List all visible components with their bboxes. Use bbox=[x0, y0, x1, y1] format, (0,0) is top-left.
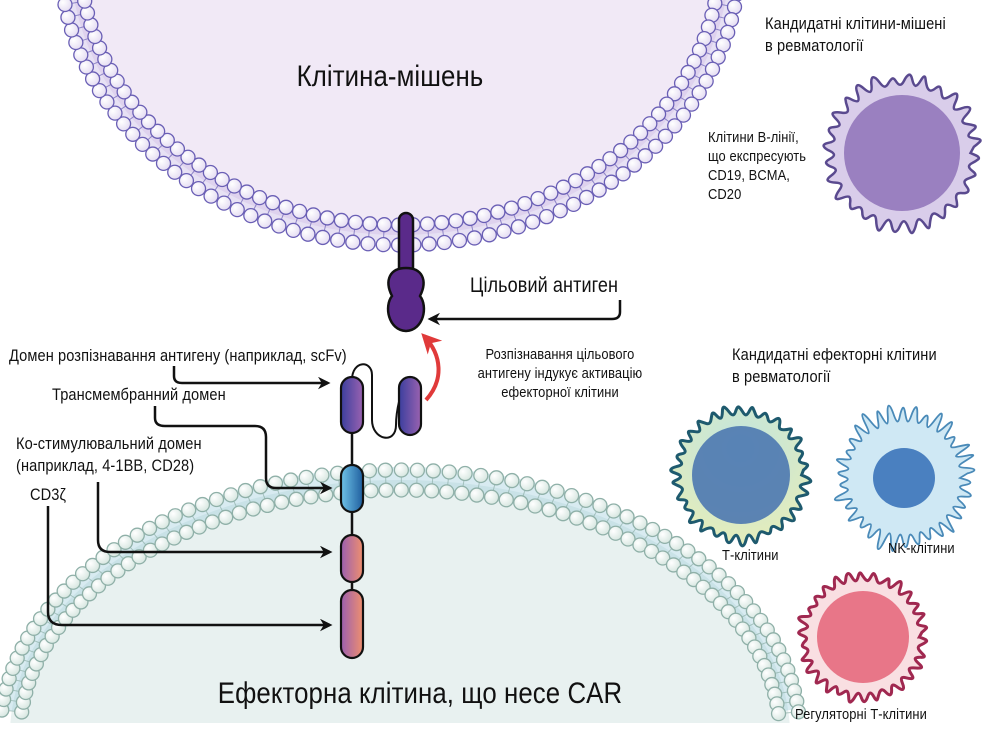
target-candidates-title: Кандидатні клітини-мішені в ревматології bbox=[765, 13, 946, 57]
target-candidates-title-line-2: в ревматології bbox=[765, 35, 946, 57]
target-cell-body bbox=[70, 0, 730, 235]
cd3z-label: CD3ζ bbox=[30, 484, 66, 506]
target-cell bbox=[53, 0, 747, 252]
activation-arrow bbox=[424, 336, 439, 400]
t-cell-label: Т-клітини bbox=[722, 546, 779, 565]
nk-cell bbox=[835, 406, 975, 551]
b-cell-nucleus bbox=[844, 95, 960, 211]
treg-cell-label: Регуляторні Т-клітини bbox=[795, 705, 927, 724]
transmembrane-domain bbox=[341, 465, 363, 512]
nk-cell-nucleus bbox=[873, 448, 935, 508]
b-lineage-label-line-4: CD20 bbox=[708, 185, 806, 204]
antigen-leader bbox=[430, 300, 620, 319]
recognition-note: Розпізнавання цільового антигену індукує… bbox=[457, 345, 663, 402]
b-lineage-label-line-3: CD19, BCMA, bbox=[708, 166, 806, 185]
t-cell bbox=[671, 407, 811, 546]
costimulatory-label-line-1: Ко-стимулювальний домен bbox=[16, 433, 202, 455]
scfv-domain-2 bbox=[399, 377, 421, 435]
effector-candidates-title: Кандидатні ефекторні клітини в ревматоло… bbox=[732, 344, 937, 388]
scfv-domain-1 bbox=[341, 377, 363, 433]
target-candidates-title-line-1: Кандидатні клітини-мішені bbox=[765, 13, 946, 35]
scfv-leader bbox=[174, 366, 328, 383]
recognition-note-line-2: антигену індукує активацію bbox=[457, 364, 663, 383]
effector-candidates-title-line-1: Кандидатні ефекторні клітини bbox=[732, 344, 937, 366]
b-lineage-label-line-2: що експресують bbox=[708, 147, 806, 166]
b-lineage-cell bbox=[824, 75, 981, 233]
scfv-label: Домен розпізнавання антигену (наприклад,… bbox=[9, 345, 347, 367]
antigen-head bbox=[388, 268, 424, 331]
transmembrane-label: Трансмембранний домен bbox=[52, 384, 226, 406]
costimulatory-label-line-2: (наприклад, 4-1BB, CD28) bbox=[16, 455, 202, 477]
antigen-label: Цільовий антиген bbox=[470, 274, 618, 298]
recognition-note-line-1: Розпізнавання цільового bbox=[457, 345, 663, 364]
b-lineage-label: Клітини В-лінії, що експресують CD19, BC… bbox=[708, 128, 806, 204]
effector-cell-label: Ефекторна клітина, що несе CAR bbox=[196, 677, 643, 711]
target-cell-label: Клітина-мішень bbox=[270, 60, 511, 94]
cd3z-domain bbox=[341, 590, 363, 658]
b-lineage-label-line-1: Клітини В-лінії, bbox=[708, 128, 806, 147]
treg-cell-nucleus bbox=[817, 591, 909, 683]
costimulatory-domain bbox=[341, 535, 363, 582]
costimulatory-label: Ко-стимулювальний домен (наприклад, 4-1B… bbox=[16, 433, 202, 477]
treg-cell bbox=[799, 573, 927, 702]
t-cell-nucleus bbox=[692, 426, 790, 524]
effector-candidates-title-line-2: в ревматології bbox=[732, 366, 937, 388]
nk-cell-label: NK-клітини bbox=[888, 539, 955, 558]
recognition-note-line-3: ефекторної клітини bbox=[457, 383, 663, 402]
